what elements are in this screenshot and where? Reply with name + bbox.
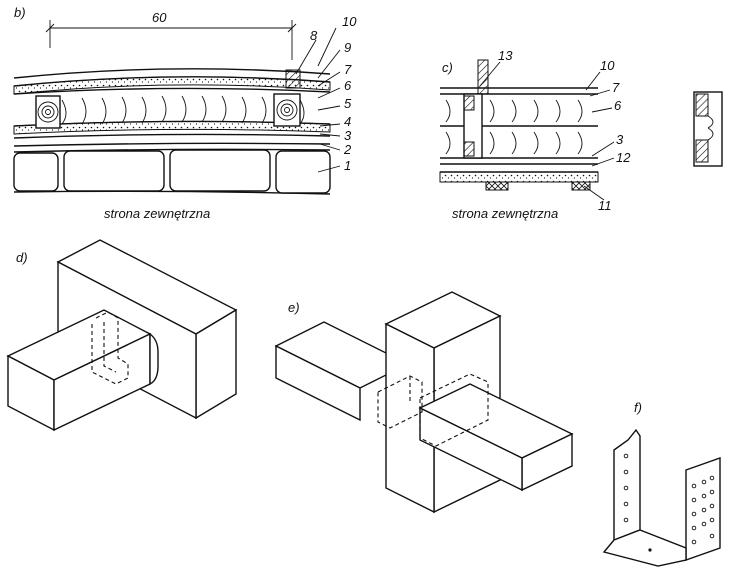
layer-number-4: 4 (344, 114, 351, 129)
layer-number-5: 5 (344, 96, 352, 111)
brick-course (13, 148, 331, 195)
c-layer-number-3: 3 (616, 132, 624, 147)
panel-d-beam-joint: d) (6, 239, 238, 432)
layer-number-9: 9 (344, 40, 351, 55)
panel-c-wall-section: c) (439, 48, 631, 221)
c-layer-number-12: 12 (616, 150, 631, 165)
stud-left (35, 95, 61, 129)
layer-number-7: 7 (344, 62, 352, 77)
layer-number-3: 3 (344, 128, 352, 143)
panel-b-label: b) (14, 5, 26, 20)
c-layer-number-6: 6 (614, 98, 622, 113)
insulation-pattern (61, 95, 305, 125)
panel-c-caption: strona zewnętrzna (452, 206, 558, 221)
c-layer-number-13: 13 (498, 48, 513, 63)
layer-number-8: 8 (310, 28, 318, 43)
c-layer-number-10: 10 (600, 58, 615, 73)
panel-b-wall-section: b) 60 (13, 5, 357, 221)
panel-d-label: d) (16, 250, 28, 265)
panel-f-joist-hanger: f) (602, 400, 721, 567)
panel-e-label: e) (288, 300, 300, 315)
dimension-line: 60 (45, 10, 297, 60)
panel-c-stud (463, 59, 489, 159)
c-layer-number-11: 11 (598, 198, 612, 213)
layer-number-6: 6 (344, 78, 352, 93)
panel-f-label: f) (634, 400, 642, 415)
wall-layers (13, 68, 331, 147)
layer-number-1: 1 (344, 158, 351, 173)
panel-c-leaders (479, 61, 615, 201)
small-stud-section (693, 91, 723, 167)
hanger-holes (623, 453, 715, 552)
stud-right (273, 69, 301, 127)
c-layer-number-7: 7 (612, 80, 620, 95)
panel-b-caption: strona zewnętrzna (104, 206, 210, 221)
layer-number-2: 2 (343, 142, 352, 157)
layer-number-10: 10 (342, 14, 357, 29)
panel-c-label: c) (442, 60, 453, 75)
layer-leaders (295, 27, 341, 173)
panel-c-battens (485, 181, 591, 191)
panel-e-cross-joint: e) (274, 291, 574, 514)
dimension-value: 60 (152, 10, 167, 25)
